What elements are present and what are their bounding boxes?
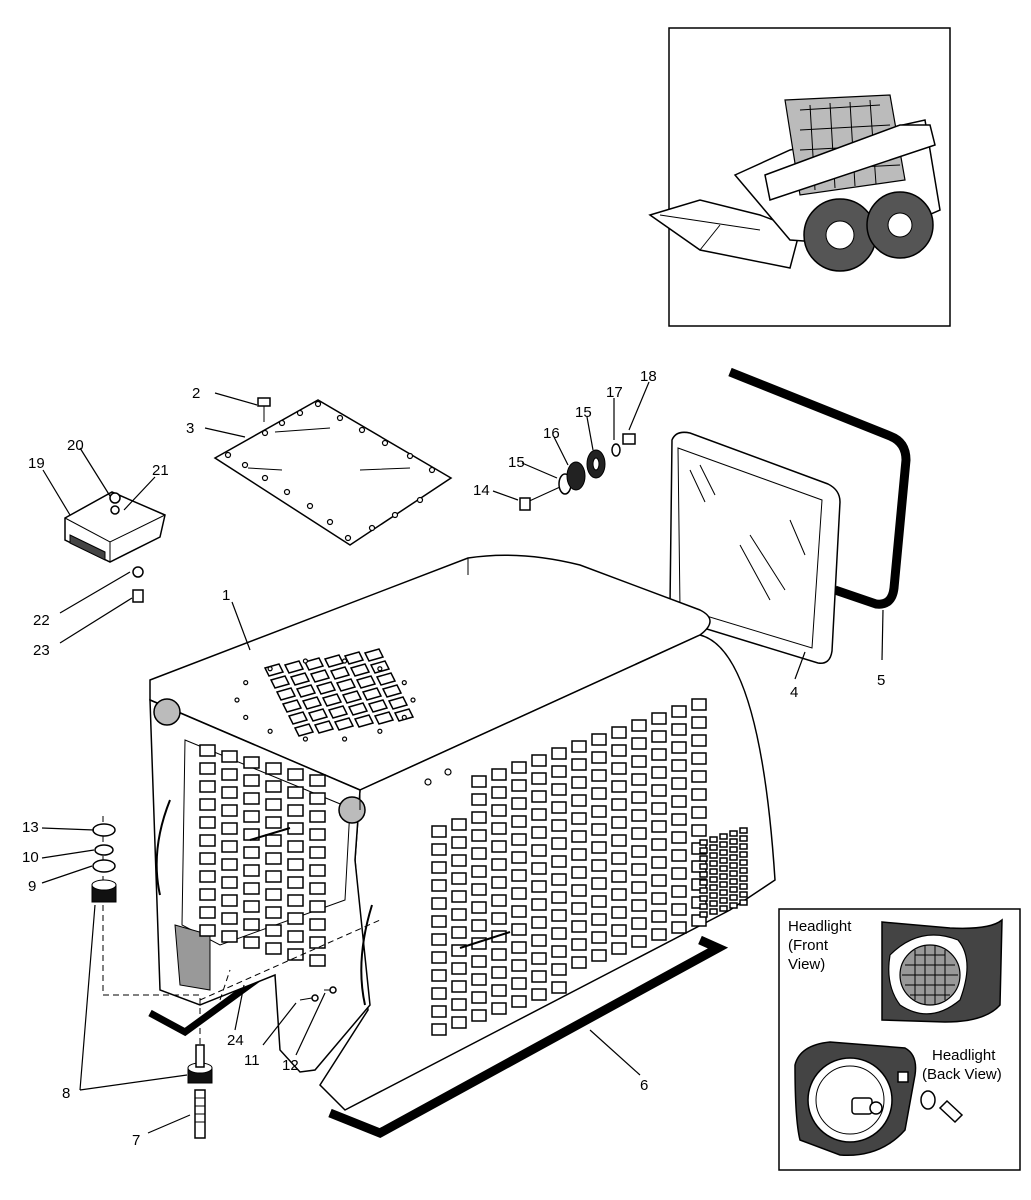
item-3-plate	[213, 399, 453, 546]
headlight-back-label-1: Headlight	[932, 1047, 996, 1064]
callout-8: 8	[62, 1085, 70, 1102]
headlight-back-icon	[794, 1041, 964, 1157]
callout-2: 2	[192, 385, 200, 402]
callout-5: 5	[877, 672, 885, 689]
callout-16: 16	[543, 425, 560, 442]
item-7-13-mount-hardware	[91, 816, 381, 1139]
callout-6: 6	[640, 1077, 648, 1094]
callout-23: 23	[33, 642, 50, 659]
headlight-front-label-1: Headlight	[788, 918, 852, 935]
callout-11: 11	[244, 1052, 260, 1069]
headlight-inset: Headlight (Front View) Headlight (Back V…	[778, 908, 1021, 1171]
callout-3: 3	[186, 420, 194, 437]
callout-15a: 15	[508, 454, 525, 471]
item-19-block	[64, 491, 166, 603]
item-4-window	[669, 431, 841, 664]
item-6-bottom-seal	[328, 935, 729, 1138]
callout-24: 24	[227, 1032, 244, 1049]
skid-steer-loader-icon	[648, 94, 941, 272]
callout-9: 9	[28, 878, 36, 895]
callout-7: 7	[132, 1132, 140, 1149]
callout-14: 14	[473, 482, 490, 499]
item-1-cab	[149, 554, 776, 1111]
headlight-front-label-3: View)	[788, 956, 825, 973]
callout-20: 20	[67, 437, 84, 454]
callout-22: 22	[33, 612, 50, 629]
callout-labels: 1 2 3 4 5 6 7 8 9 10 11 12 13 14 15 15 1…	[22, 368, 885, 1149]
leader-lines	[41, 381, 884, 1134]
item-14-18-hardware	[519, 433, 636, 511]
callout-17: 17	[606, 384, 623, 401]
callout-21: 21	[152, 462, 169, 479]
headlight-back-label-2: (Back View)	[922, 1066, 1002, 1083]
item-2-bolt	[257, 397, 271, 422]
callout-4: 4	[790, 684, 798, 701]
callout-18: 18	[640, 368, 657, 385]
callout-15b: 15	[575, 404, 592, 421]
item-5-window-gasket	[728, 367, 911, 609]
callout-1: 1	[222, 587, 230, 604]
callout-10: 10	[22, 849, 39, 866]
headlight-front-icon	[881, 918, 1003, 1023]
machine-inset	[648, 27, 951, 327]
callout-12: 12	[282, 1057, 299, 1074]
callout-13: 13	[22, 819, 39, 836]
callout-19: 19	[28, 455, 45, 472]
headlight-front-label-2: (Front	[788, 937, 829, 954]
